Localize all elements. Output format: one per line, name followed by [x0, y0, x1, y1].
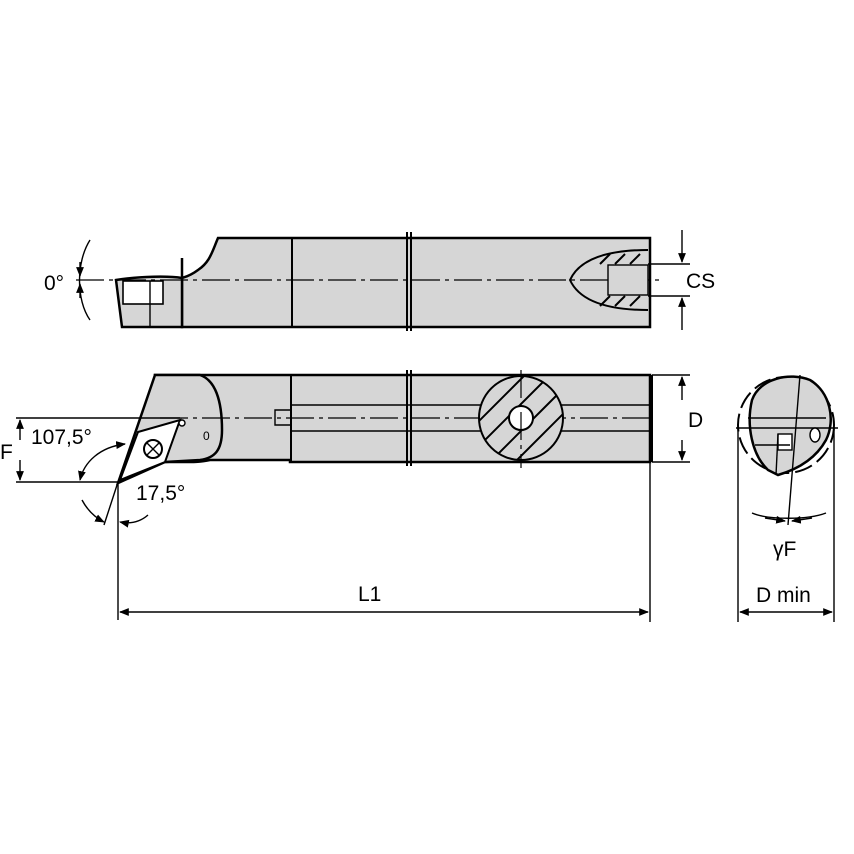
f-label: F [0, 441, 13, 464]
cs-label: CS [686, 270, 715, 293]
l1-label: L1 [358, 583, 381, 606]
approach-angle-label: 107,5° [31, 426, 92, 449]
side-view: 0 D F [0, 370, 703, 622]
d-label: D [688, 409, 703, 432]
gamma-f-label: γF [773, 538, 796, 561]
end-view: γF D min [736, 374, 838, 622]
top-view: CS 0° [44, 230, 715, 331]
clearance-angle-label: 17,5° [136, 482, 185, 505]
clamp-marker: 0 [203, 429, 210, 443]
d-min-label: D min [756, 584, 811, 607]
zero-degree-label: 0° [44, 272, 64, 295]
